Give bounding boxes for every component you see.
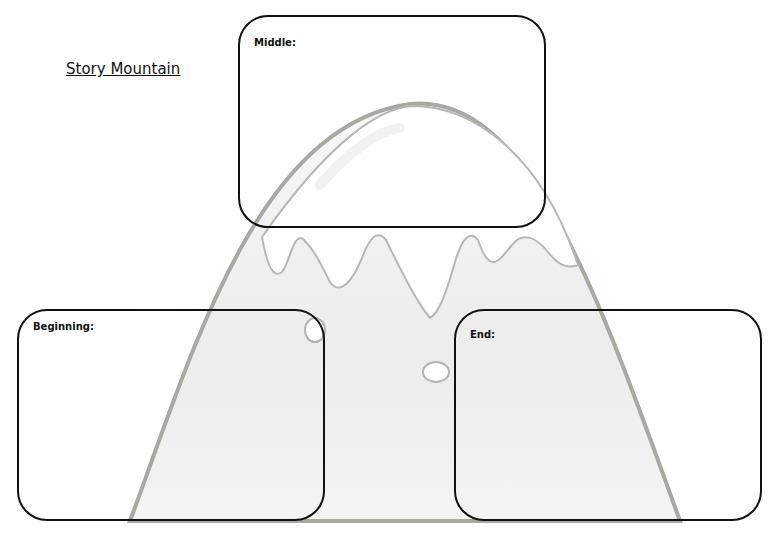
snow-cap <box>262 106 578 318</box>
box-label: Beginning: <box>19 311 94 332</box>
box-label: End: <box>456 311 495 340</box>
snow-highlight <box>320 128 400 185</box>
background-glow <box>110 100 710 543</box>
box-label: Middle: <box>240 17 296 48</box>
snowball <box>305 318 325 342</box>
story-box: Middle: <box>238 15 546 228</box>
worksheet-title: Story Mountain <box>66 60 180 78</box>
snowball <box>423 362 449 382</box>
story-box: End: <box>454 309 762 521</box>
mountain-outline <box>130 104 680 521</box>
story-box: Beginning: <box>17 309 325 521</box>
